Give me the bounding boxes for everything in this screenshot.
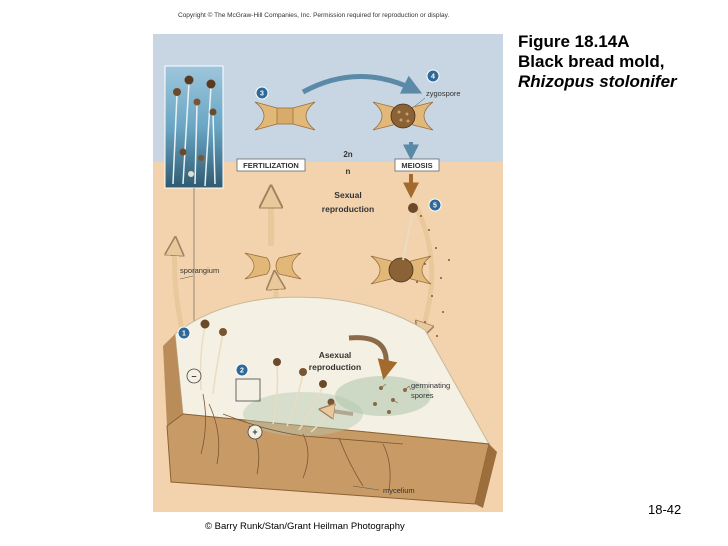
step-4-marker: 4 xyxy=(426,69,440,83)
sporangium-leader xyxy=(179,275,194,280)
svg-text:+: + xyxy=(252,427,257,437)
svg-text:–: – xyxy=(191,371,196,381)
gametangia-pair xyxy=(244,252,302,280)
sexual-label-2: reproduction xyxy=(322,204,374,214)
enlarged-region-box xyxy=(235,378,261,402)
germinating-label-2: spores xyxy=(411,391,434,400)
asexual-label-2: reproduction xyxy=(309,362,361,372)
page-number: 18-42 xyxy=(648,502,682,517)
figure-title: Figure 18.14A Black bread mold, Rhizopus… xyxy=(518,32,677,92)
zygospore-leader xyxy=(414,97,426,107)
gametangia-fusing xyxy=(254,101,316,131)
sexual-label-1: Sexual xyxy=(334,190,361,200)
sporangium-label: sporangium xyxy=(180,266,219,275)
svg-text:3: 3 xyxy=(260,91,264,98)
asexual-cycle-arrow xyxy=(348,335,398,380)
germinating-label-1: germinating xyxy=(411,381,450,390)
meiosis-box: MEIOSIS xyxy=(394,158,440,172)
bread-slice xyxy=(163,296,497,508)
figure-number: Figure 18.14A xyxy=(518,32,630,51)
step-2-marker: 2 xyxy=(235,363,249,377)
zygospore-label: zygospore xyxy=(426,89,461,98)
mycelium-label: mycelium xyxy=(383,486,415,495)
step-3-marker: 3 xyxy=(255,86,269,100)
minus-strain-marker: – xyxy=(186,368,202,384)
asexual-label-1: Asexual xyxy=(319,350,352,360)
svg-text:5: 5 xyxy=(433,203,437,210)
mold-photo-inset xyxy=(164,65,224,189)
diploid-label: 2n xyxy=(343,150,352,159)
figure-species: Rhizopus stolonifer xyxy=(518,72,677,91)
step-1-marker: 1 xyxy=(177,326,191,340)
germinating-leader xyxy=(408,385,412,391)
arrow-to-zygospore xyxy=(301,74,423,95)
germinating-spores xyxy=(373,383,410,414)
photo-credit: © Barry Runk/Stan/Grant Heilman Photogra… xyxy=(205,521,405,532)
zygospore-cell xyxy=(372,101,434,131)
sporangiophores xyxy=(199,319,335,433)
plus-strain-marker: + xyxy=(247,424,263,440)
arrow-spore-release xyxy=(412,202,432,334)
step-5-marker: 5 xyxy=(428,198,442,212)
haploid-label: n xyxy=(346,167,351,176)
svg-text:MEIOSIS: MEIOSIS xyxy=(401,161,432,170)
mycelium-leader xyxy=(352,485,380,491)
fertilization-box: FERTILIZATION xyxy=(236,158,306,172)
svg-text:1: 1 xyxy=(182,331,186,338)
svg-text:2: 2 xyxy=(240,368,244,375)
spore-germination-arrow xyxy=(325,410,354,414)
copyright-notice: Copyright © The McGraw-Hill Companies, I… xyxy=(178,12,450,19)
life-cycle-diagram: FERTILIZATION MEIOSIS 2n n zygospore Sex… xyxy=(153,34,503,512)
svg-text:FERTILIZATION: FERTILIZATION xyxy=(243,161,299,170)
germinating-zygospore xyxy=(370,203,432,285)
figure-caption: Black bread mold, xyxy=(518,52,665,71)
svg-text:4: 4 xyxy=(431,74,435,81)
